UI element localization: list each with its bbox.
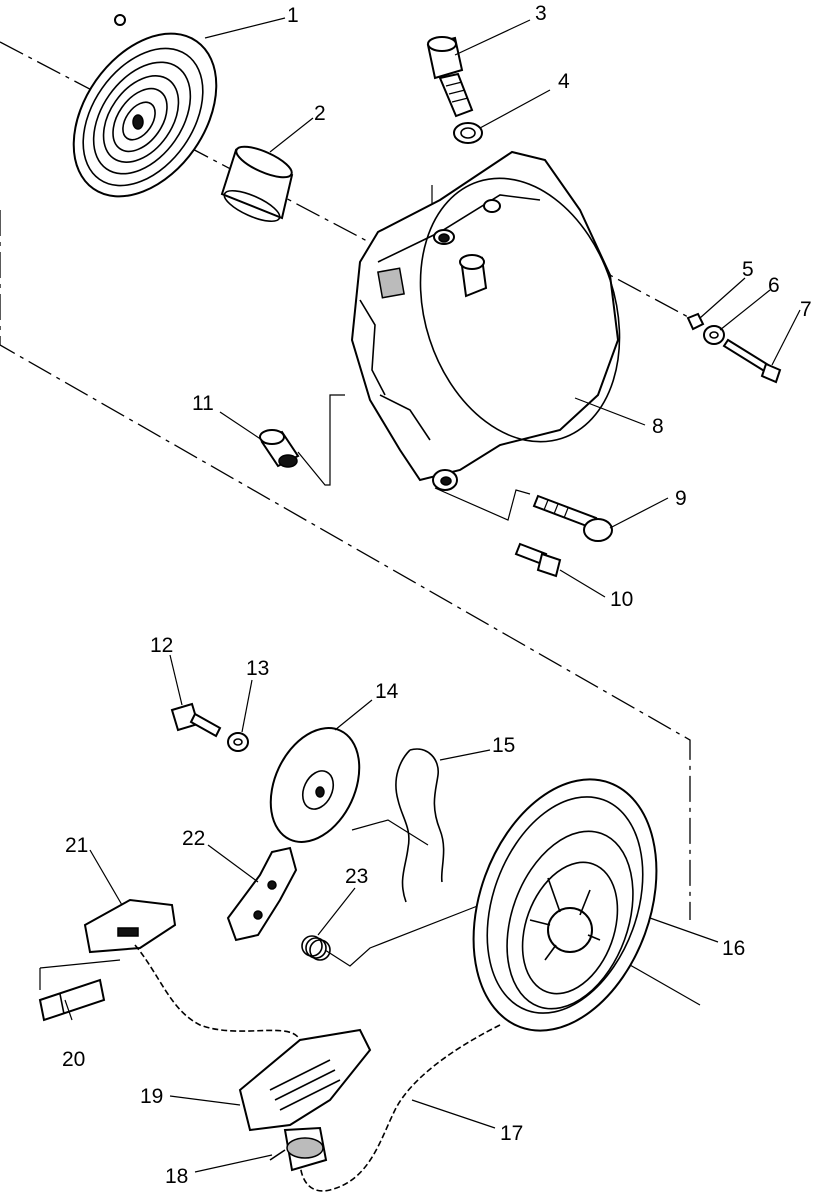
callout-2: 2 [314, 102, 326, 125]
handle-grip-part [83, 898, 177, 954]
callout-5: 5 [742, 258, 754, 281]
starter-housing-part [350, 150, 621, 491]
bushing-part [220, 145, 294, 223]
strap-part [38, 978, 106, 1022]
callout-20: 20 [62, 1048, 85, 1071]
handle-cord-part [134, 944, 301, 1041]
callout-6: 6 [768, 274, 780, 297]
spacer-part [259, 429, 300, 468]
leader-lines [64, 17, 801, 1173]
callout-17: 17 [500, 1122, 523, 1145]
callout-8: 8 [652, 415, 664, 438]
callout-9: 9 [675, 487, 687, 510]
washer-part [453, 122, 483, 144]
callout-12: 12 [150, 634, 173, 657]
pawl-spring-part [301, 935, 331, 961]
callout-3: 3 [535, 2, 547, 25]
callout-4: 4 [558, 70, 570, 93]
rope-pulley-part [472, 778, 658, 1032]
starter-handle-part [238, 1028, 372, 1132]
callout-22: 22 [182, 827, 205, 850]
friction-plate-part [269, 727, 361, 843]
callout-21: 21 [65, 834, 88, 857]
hex-bolt-part [514, 542, 562, 578]
flange-bolt-part [426, 36, 474, 118]
nut-part [686, 312, 705, 331]
recoil-spring-part [72, 14, 218, 198]
callout-14: 14 [375, 680, 399, 703]
callout-13: 13 [246, 657, 269, 680]
callout-16: 16 [722, 937, 745, 960]
callout-7: 7 [800, 298, 812, 321]
callout-23: 23 [345, 865, 368, 888]
ratchet-pawl-part [226, 846, 298, 942]
pawl-bolt-part [170, 702, 222, 738]
callout-11: 11 [192, 392, 214, 415]
callout-1: 1 [287, 4, 299, 27]
long-screw-part [722, 338, 782, 384]
rope-plug-part [269, 1126, 328, 1172]
lock-washer-part [703, 325, 725, 345]
callout-labels: 1 2 3 4 5 6 7 8 9 10 11 12 13 14 15 16 1… [62, 2, 812, 1188]
pawl-washer-part [227, 732, 249, 752]
housing-screw-part [532, 494, 613, 542]
callout-15: 15 [492, 734, 515, 757]
starter-rope-part [299, 1024, 501, 1192]
friction-spring-part [395, 748, 445, 903]
callout-19: 19 [140, 1085, 163, 1108]
callout-18: 18 [165, 1165, 188, 1188]
callout-10: 10 [610, 588, 633, 611]
